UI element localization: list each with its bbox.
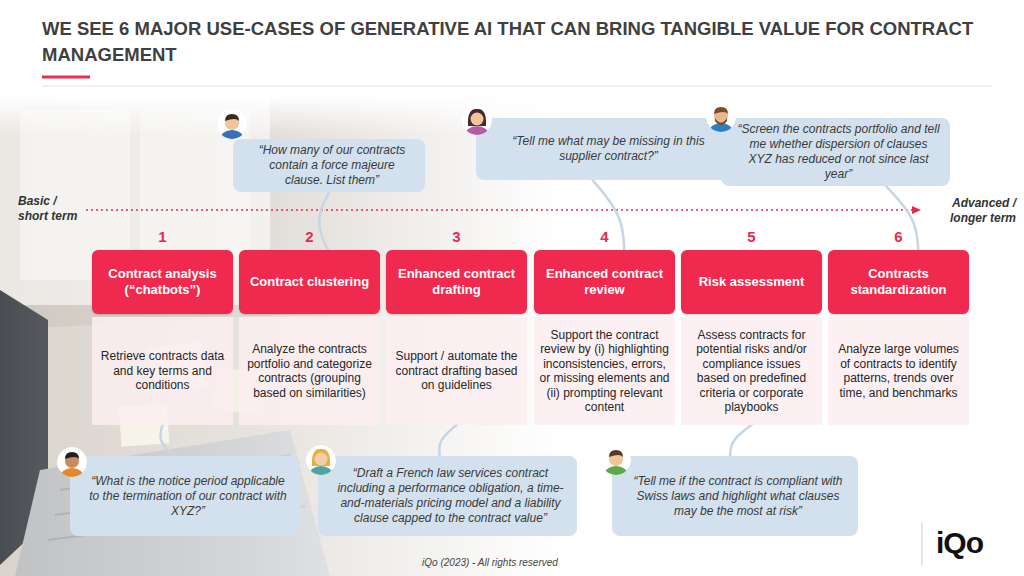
person-avatar [57, 447, 87, 486]
leader-line [730, 425, 751, 456]
logo-separator [922, 522, 923, 566]
timeline-arrowhead [912, 206, 921, 214]
use-case-header: Enhanced contract drafting [386, 250, 527, 314]
leader-line [319, 192, 329, 250]
timeline-start-label: Basic / short term [18, 194, 84, 224]
speech-bubble: “What is the notice period applicable to… [70, 456, 300, 536]
use-case-header-text: Contract analysis (“chatbots”) [100, 266, 225, 298]
speech-bubble-text: “Tell me if the contract is compliant wi… [628, 474, 848, 519]
use-case-header: Contracts standardization [828, 250, 969, 314]
person-avatar [306, 445, 336, 484]
avatar-hair [225, 114, 239, 121]
use-case-description-text: Analyze the contracts portfolio and cate… [244, 342, 375, 400]
avatar-bg [57, 447, 87, 477]
person-avatar [601, 445, 631, 484]
speech-bubble: “Draft a French law services contract in… [318, 456, 577, 536]
speech-bubble: “Tell me if the contract is compliant wi… [612, 456, 858, 536]
callout-number: 3 [386, 228, 527, 245]
avatar-body [709, 123, 733, 141]
avatar-body [60, 468, 84, 486]
avatar-head [471, 113, 484, 126]
avatar-hair [714, 107, 728, 114]
callout-number: 1 [92, 228, 233, 245]
use-case-header-text: Contract clustering [250, 274, 369, 290]
avatar-hair [468, 109, 486, 126]
title-accent [42, 76, 90, 79]
avatar-head [65, 454, 79, 468]
avatar-head [225, 116, 239, 130]
copyright-caption: iQo (2023) - All rights reserved [300, 557, 680, 568]
use-case-description: Assess contracts for potential risks and… [681, 317, 822, 425]
person-avatar [217, 109, 247, 148]
use-case-description-text: Support / automate the contract drafting… [391, 349, 522, 393]
speech-bubble-text: “Screen the contracts portfolio and tell… [737, 122, 940, 182]
avatar-head [714, 109, 728, 123]
use-case-description: Analyze the contracts portfolio and cate… [239, 317, 380, 425]
avatar-body [465, 126, 489, 144]
speech-bubble-text: “Tell me what may be missing in this sup… [492, 134, 725, 164]
speech-bubble-text: “Draft a French law services contract in… [334, 466, 567, 526]
use-case-header: Enhanced contract review [534, 250, 675, 314]
callout-number: 4 [534, 228, 675, 245]
avatar-bg [462, 105, 492, 135]
speech-bubble-text: “How many of our contracts contain a for… [249, 143, 415, 188]
avatar-bg [706, 102, 736, 132]
speech-bubble: “How many of our contracts contain a for… [233, 139, 425, 192]
use-case-description-text: Support the contract review by (i) highl… [539, 328, 670, 415]
use-case-description-text: Assess contracts for potential risks and… [686, 328, 817, 415]
use-case-description: Analyze large volumes of contracts to id… [828, 317, 969, 425]
company-logo: iQo [936, 526, 1006, 560]
avatar-bg [601, 445, 631, 475]
avatar-bg [217, 109, 247, 139]
speech-bubble: “Screen the contracts portfolio and tell… [721, 118, 950, 186]
leader-line [160, 425, 173, 456]
timeline-axis [86, 209, 914, 211]
avatar-bg [306, 445, 336, 475]
speech-bubble: “Tell me what may be missing in this sup… [476, 118, 735, 180]
avatar-hair [609, 450, 623, 457]
avatar-body [220, 130, 244, 148]
use-case-header: Contract analysis (“chatbots”) [92, 250, 233, 314]
avatar-beard [715, 118, 727, 125]
title-rule [42, 86, 992, 87]
leader-line [439, 425, 456, 456]
slide-title: WE SEE 6 MAJOR USE-CASES OF GENERATIVE A… [42, 16, 987, 68]
callout-number: 2 [239, 228, 380, 245]
use-case-description-text: Retrieve contracts data and key terms an… [97, 349, 228, 393]
use-case-description: Support / automate the contract drafting… [386, 317, 527, 425]
use-case-header: Risk assessment [681, 250, 822, 314]
use-case-header-text: Enhanced contract review [542, 266, 667, 298]
use-case-header: Contract clustering [239, 250, 380, 314]
timeline-end-label: Advanced / longer term [924, 196, 1016, 226]
person-avatar [462, 105, 492, 144]
avatar-hair [65, 452, 79, 459]
avatar-head [315, 453, 328, 466]
use-case-description: Retrieve contracts data and key terms an… [92, 317, 233, 425]
callout-number: 5 [681, 228, 822, 245]
use-case-description: Support the contract review by (i) highl… [534, 317, 675, 425]
avatar-body [604, 466, 628, 484]
use-case-description-text: Analyze large volumes of contracts to id… [833, 342, 964, 400]
avatar-body [309, 466, 333, 484]
person-avatar [706, 102, 736, 141]
avatar-hair [312, 449, 330, 466]
avatar-head [609, 452, 623, 466]
use-case-header-text: Enhanced contract drafting [394, 266, 519, 298]
callout-number: 6 [828, 228, 969, 245]
use-case-header-text: Risk assessment [699, 274, 805, 290]
speech-bubble-text: “What is the notice period applicable to… [86, 474, 290, 519]
use-case-header-text: Contracts standardization [836, 266, 961, 298]
